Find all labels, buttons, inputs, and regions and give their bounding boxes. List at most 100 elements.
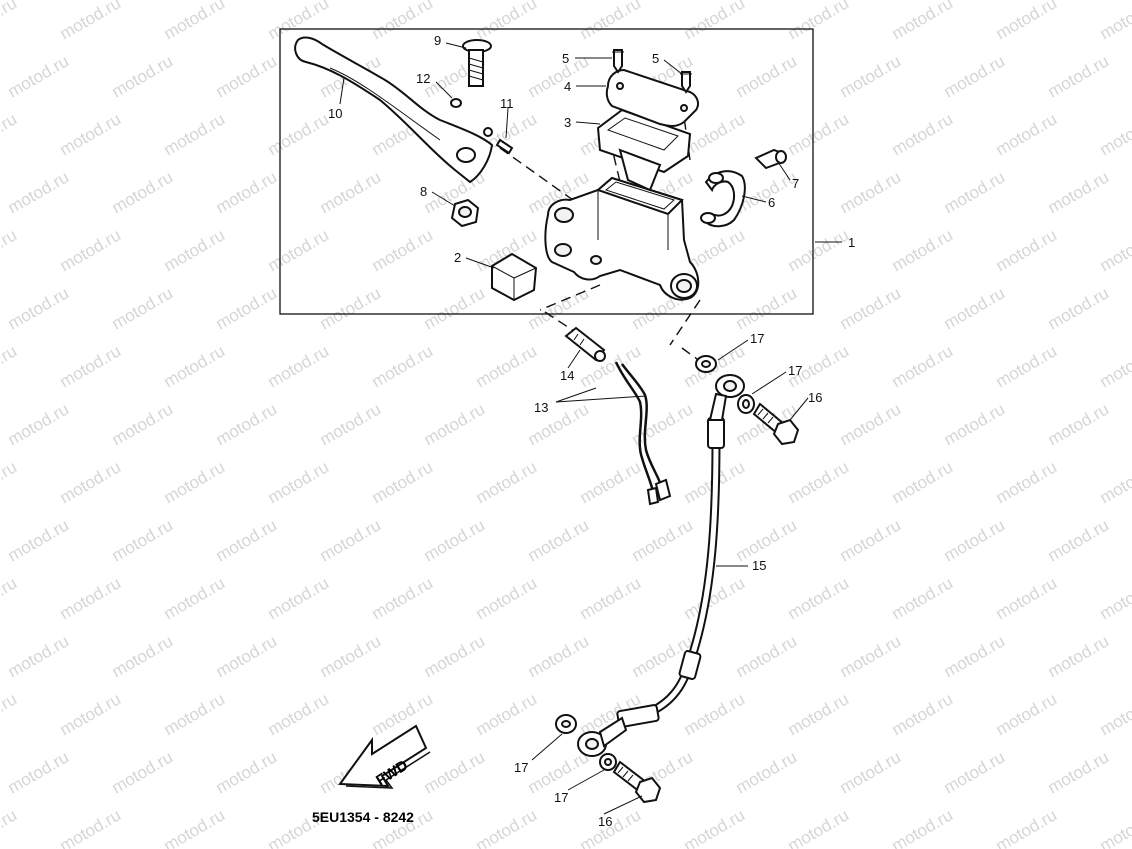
callout-4: 4 — [564, 79, 571, 94]
watermark-text: motod.ru — [889, 0, 957, 43]
watermark-text: motod.ru — [1097, 225, 1132, 275]
watermark-text: motod.ru — [837, 51, 905, 101]
push-rod-pin — [495, 138, 514, 155]
lock-nut — [450, 198, 480, 228]
watermark-text: motod.ru — [0, 457, 20, 507]
watermark-text: motod.ru — [5, 167, 73, 217]
watermark-text: motod.ru — [785, 109, 853, 159]
callout-14: 14 — [560, 368, 574, 383]
watermark-text: motod.ru — [265, 225, 333, 275]
watermark-text: motod.ru — [941, 283, 1009, 333]
callout-17-upper-a: 17 — [750, 331, 764, 346]
watermark-text: motod.ru — [1097, 0, 1132, 43]
watermark-text: motod.ru — [785, 225, 853, 275]
watermark-text: motod.ru — [369, 573, 437, 623]
watermark-text: motod.ru — [577, 0, 645, 43]
watermark-text: motod.ru — [0, 573, 20, 623]
watermark-text: motod.ru — [57, 805, 125, 849]
watermark-text: motod.ru — [421, 747, 489, 797]
watermark-text: motod.ru — [525, 51, 593, 101]
union-bolt-lower — [612, 760, 662, 804]
callout-13: 13 — [534, 400, 548, 415]
watermark-text: motod.ru — [941, 747, 1009, 797]
copper-washer-4 — [599, 753, 617, 771]
forward-direction-arrow: FWD — [338, 724, 431, 789]
watermark-text: motod.ru — [0, 341, 20, 391]
watermark-text: motod.ru — [161, 805, 229, 849]
watermark-text: motod.ru — [473, 689, 541, 739]
watermark-text: motod.ru — [681, 805, 749, 849]
callout-12: 12 — [416, 71, 430, 86]
watermark-text: motod.ru — [213, 167, 281, 217]
cap-screw-left — [612, 49, 624, 74]
watermark-text: motod.ru — [421, 283, 489, 333]
watermark-text: motod.ru — [681, 0, 749, 43]
watermark-text: motod.ru — [213, 399, 281, 449]
watermark-text: motod.ru — [109, 747, 177, 797]
handlebar-clamp — [700, 170, 746, 228]
watermark-text: motod.ru — [525, 283, 593, 333]
watermark-text: motod.ru — [0, 689, 20, 739]
union-bolt-upper — [752, 402, 800, 446]
watermark-text: motod.ru — [733, 747, 801, 797]
watermark-text: motod.ru — [1097, 457, 1132, 507]
watermark-text: motod.ru — [161, 341, 229, 391]
watermark-text: motod.ru — [369, 689, 437, 739]
watermark-text: motod.ru — [1097, 341, 1132, 391]
switch-lead-wires — [614, 361, 672, 506]
watermark-text: motod.ru — [1045, 51, 1113, 101]
watermark-text: motod.ru — [1097, 805, 1132, 849]
watermark-text: motod.ru — [109, 631, 177, 681]
watermark-text: motod.ru — [577, 573, 645, 623]
watermark-text: motod.ru — [785, 457, 853, 507]
callout-17-upper-b: 17 — [788, 363, 802, 378]
watermark-text: motod.ru — [421, 631, 489, 681]
watermark-text: motod.ru — [213, 51, 281, 101]
copper-washer-1 — [695, 355, 717, 373]
watermark-text: motod.ru — [265, 109, 333, 159]
watermark-text: motod.ru — [5, 399, 73, 449]
watermark-text: motod.ru — [109, 283, 177, 333]
watermark-text: motod.ru — [629, 515, 697, 565]
watermark-text: motod.ru — [785, 805, 853, 849]
watermark-text: motod.ru — [265, 573, 333, 623]
callout-7: 7 — [792, 176, 799, 191]
watermark-text: motod.ru — [733, 51, 801, 101]
watermark-text: motod.ru — [473, 457, 541, 507]
watermark-text: motod.ru — [993, 573, 1061, 623]
watermark-text: motod.ru — [213, 631, 281, 681]
watermark-text: motod.ru — [1045, 747, 1113, 797]
watermark-text: motod.ru — [109, 167, 177, 217]
watermark-text: motod.ru — [265, 457, 333, 507]
watermark-text: motod.ru — [369, 341, 437, 391]
watermark-text: motod.ru — [525, 515, 593, 565]
watermark-text: motod.ru — [1097, 689, 1132, 739]
upper-banjo-fitting — [708, 374, 745, 421]
callout-5-left: 5 — [562, 51, 569, 66]
master-cylinder-body — [544, 176, 700, 301]
watermark-text: motod.ru — [785, 0, 853, 43]
watermark-text: motod.ru — [317, 631, 385, 681]
watermark-text: motod.ru — [837, 167, 905, 217]
watermark-text: motod.ru — [577, 457, 645, 507]
watermark-text: motod.ru — [109, 515, 177, 565]
watermark-text: motod.ru — [5, 515, 73, 565]
watermark-text: motod.ru — [421, 399, 489, 449]
watermark-text: motod.ru — [5, 747, 73, 797]
diagram-code: 5EU1354 - 8242 — [312, 809, 414, 825]
watermark-text: motod.ru — [681, 689, 749, 739]
watermark-text: motod.ru — [941, 631, 1009, 681]
watermark-text: motod.ru — [785, 689, 853, 739]
watermark-text: motod.ru — [369, 0, 437, 43]
callout-6: 6 — [768, 195, 775, 210]
callout-16-lower: 16 — [598, 814, 612, 829]
watermark-text: motod.ru — [161, 109, 229, 159]
watermark-text: motod.ru — [733, 631, 801, 681]
watermark-text: motod.ru — [1097, 573, 1132, 623]
brake-light-switch — [564, 326, 606, 362]
master-cylinder-assembly-frame — [279, 28, 814, 315]
watermark-text: motod.ru — [889, 805, 957, 849]
callout-8: 8 — [420, 184, 427, 199]
callout-16-upper: 16 — [808, 390, 822, 405]
watermark-text: motod.ru — [733, 283, 801, 333]
